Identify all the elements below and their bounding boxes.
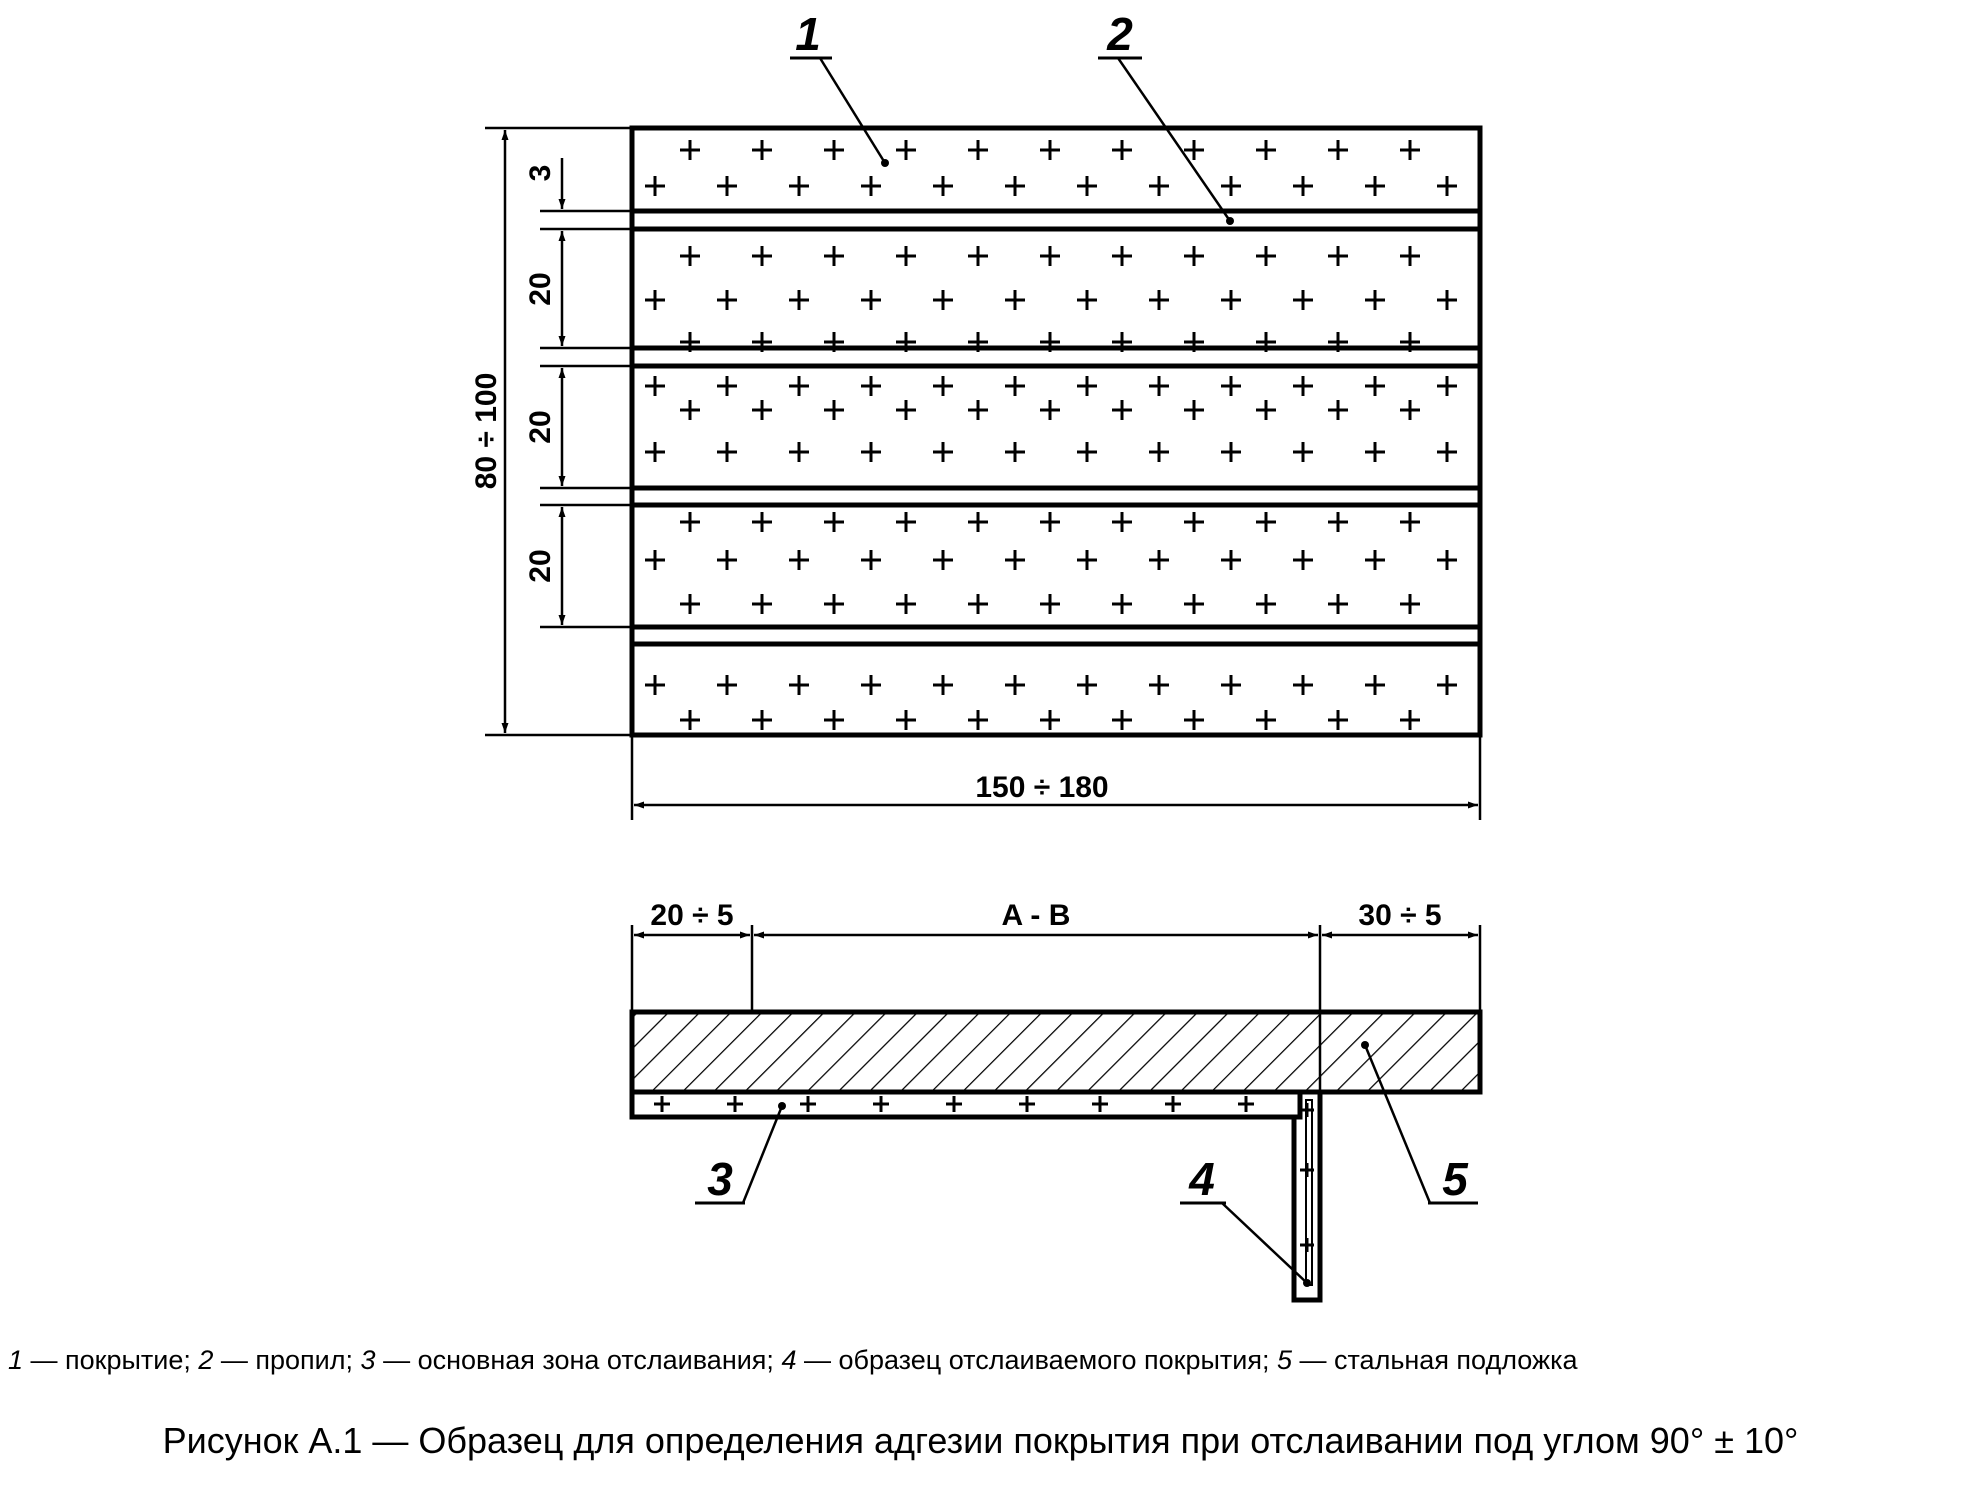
plan-view: 80 ÷ 100 3 20 20 20 150 ÷ 180 1 2 xyxy=(470,8,1483,820)
legend-text-4: — образец отслаиваемого покрытия; xyxy=(796,1345,1277,1375)
legend-text-3: — основная зона отслаивания; xyxy=(375,1345,782,1375)
legend-num-1: 1 xyxy=(8,1345,24,1375)
coating-layer xyxy=(629,1092,1303,1120)
callout-2: 2 xyxy=(1098,8,1234,225)
peeled-strip xyxy=(1291,1089,1323,1303)
legend-text-1: — покрытие; xyxy=(23,1345,199,1375)
callout-1: 1 xyxy=(790,8,889,167)
strip-dimension-2: 20 xyxy=(524,272,557,305)
steel-substrate xyxy=(629,1009,1483,1095)
saw-cuts xyxy=(632,208,1480,647)
strip-dimension-1: 3 xyxy=(524,165,557,182)
legend-num-3: 3 xyxy=(360,1345,376,1375)
callout-4-number: 4 xyxy=(1188,1153,1215,1205)
legend-num-5: 5 xyxy=(1276,1345,1292,1375)
callout-1-number: 1 xyxy=(795,8,821,60)
width-dimension: 150 ÷ 180 xyxy=(975,771,1108,804)
callout-3: 3 xyxy=(695,1102,786,1205)
callout-3-number: 3 xyxy=(707,1153,733,1205)
callout-4: 4 xyxy=(1180,1153,1311,1287)
plate-outline xyxy=(629,125,1483,738)
callout-5-number: 5 xyxy=(1442,1153,1469,1205)
dimension-lines xyxy=(501,130,1478,809)
extension-lines xyxy=(485,126,1482,820)
strip-dimension-4: 20 xyxy=(524,549,557,582)
right-dimension: 30 ÷ 5 xyxy=(1358,899,1441,932)
coating-pattern xyxy=(645,140,1457,730)
left-dimension: 20 ÷ 5 xyxy=(650,899,733,932)
callout-2-number: 2 xyxy=(1106,8,1133,60)
section-extension-lines xyxy=(630,925,1482,1092)
middle-dimension: A - B xyxy=(1002,899,1071,932)
section-view: 20 ÷ 5 A - B 30 ÷ 5 3 4 5 xyxy=(629,899,1483,1303)
height-dimension: 80 ÷ 100 xyxy=(470,373,503,490)
strip-dimension-3: 20 xyxy=(524,410,557,443)
legend-num-4: 4 xyxy=(781,1345,797,1375)
figure-caption: Рисунок А.1 — Образец для определения ад… xyxy=(162,1420,1799,1461)
callout-5: 5 xyxy=(1361,1041,1478,1205)
legend-text-5: — стальная подложка xyxy=(1291,1345,1578,1375)
legend-num-2: 2 xyxy=(198,1345,214,1375)
legend-text-2: — пропил; xyxy=(213,1345,361,1375)
legend: 1 — покрытие; 2 — пропил; 3 — основная з… xyxy=(8,1345,1953,1376)
